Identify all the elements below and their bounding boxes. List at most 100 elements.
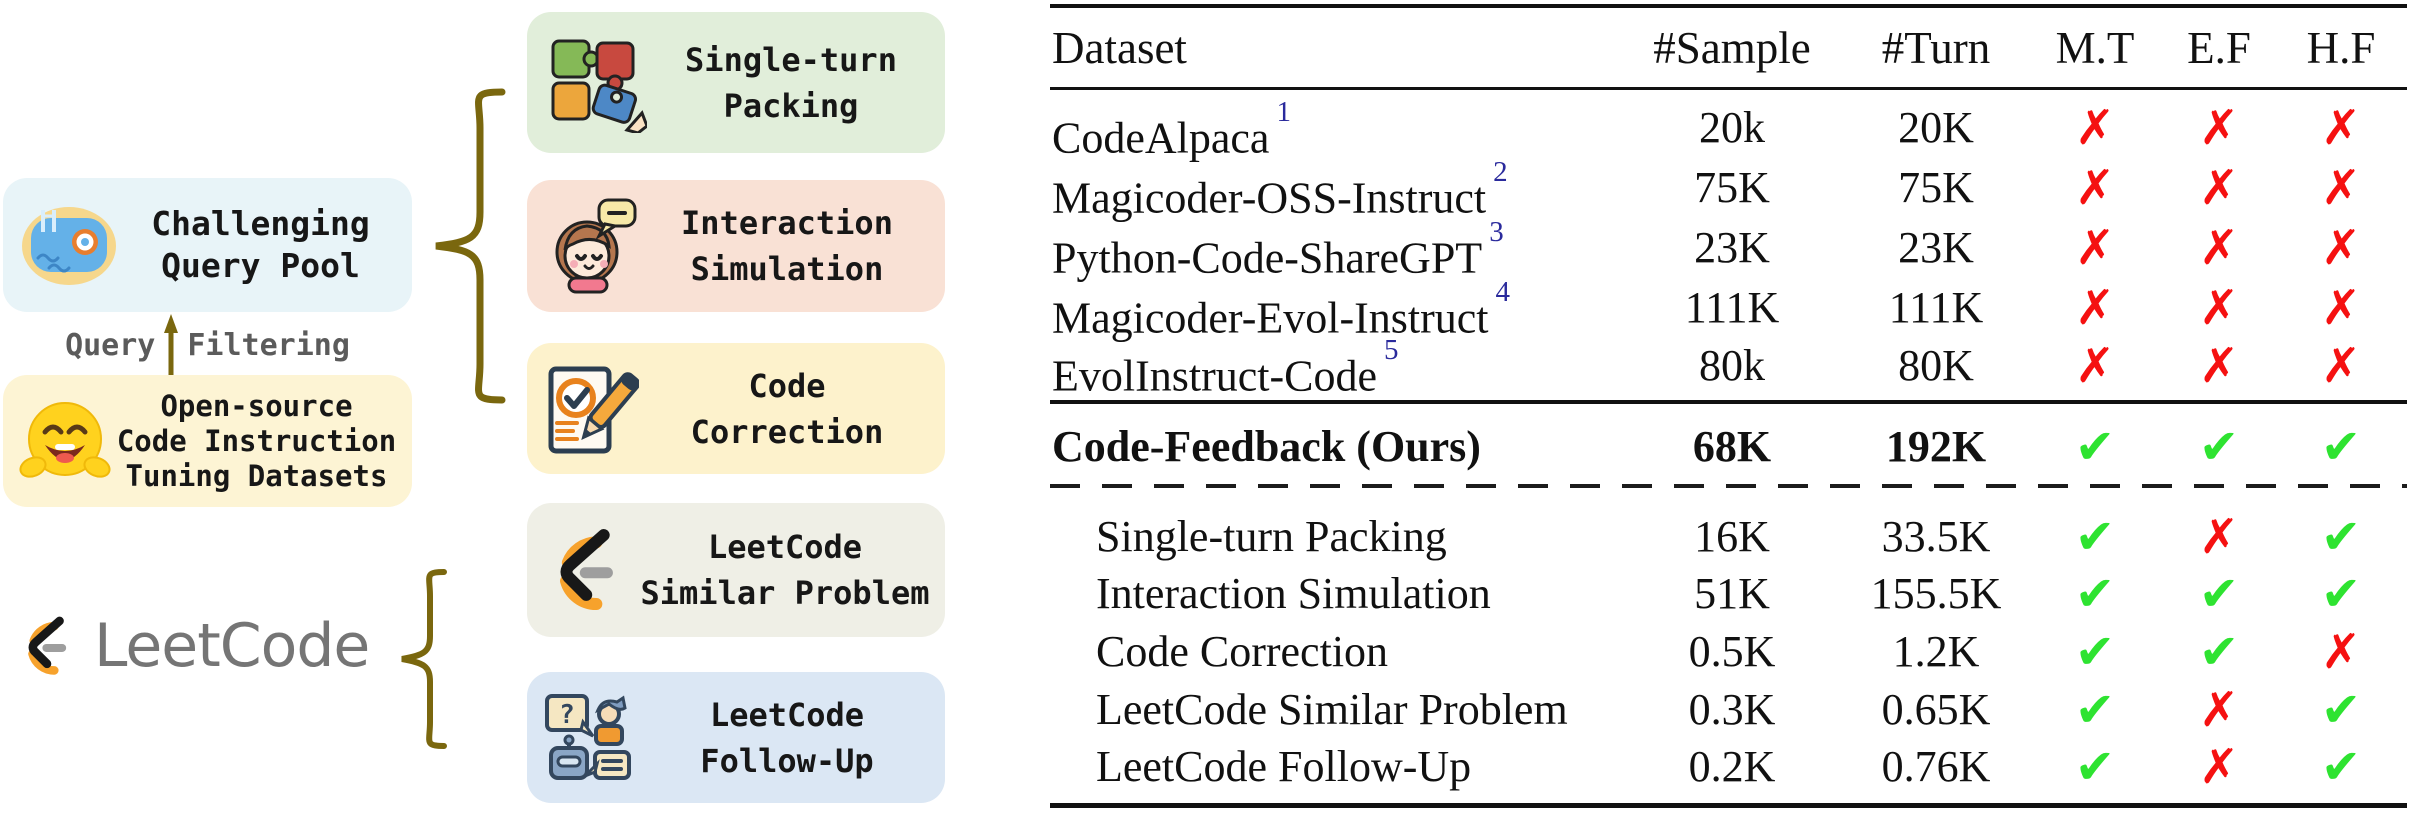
- turn-count: 0.65K: [1881, 685, 1991, 734]
- dataset-name: LeetCode Similar Problem: [1096, 685, 1568, 734]
- query-filtering-row: Query Filtering: [3, 313, 412, 377]
- dataset-name: Magicoder-Evol-Instruct4: [1052, 276, 1511, 349]
- turn-count: 155.5K: [1870, 569, 2002, 618]
- table-row: Python-Code-ShareGPT3 23K 23K ✗ ✗ ✗: [1050, 216, 2407, 283]
- dataset-name-text: EvolInstruct-Code: [1052, 351, 1378, 401]
- leetcode-icon: [28, 616, 67, 675]
- table-section-rule: [1050, 400, 2407, 404]
- ef-mark: ✗: [2198, 509, 2240, 565]
- hf-mark: ✔: [2320, 739, 2362, 795]
- challenging-query-pool-box: Challenging Query Pool: [3, 178, 412, 312]
- dataset-name: LeetCode Follow-Up: [1096, 742, 1472, 791]
- ef-mark: ✗: [2198, 739, 2240, 795]
- label-line: Query Pool: [161, 246, 360, 285]
- mt-mark: ✔: [2074, 566, 2116, 622]
- footnote-link[interactable]: 5: [1384, 334, 1399, 366]
- mt-mark: ✗: [2074, 338, 2116, 394]
- mt-mark: ✗: [2074, 220, 2116, 276]
- label-line: Tuning Datasets: [125, 458, 388, 493]
- hf-mark: ✗: [2320, 160, 2362, 216]
- girl-with-speech-bubble-icon: [555, 198, 637, 294]
- label-line: Code: [748, 366, 826, 405]
- interaction-simulation-box: Interaction Simulation: [527, 180, 945, 312]
- dataset-name: Code-Feedback (Ours): [1052, 422, 1481, 471]
- comparison-table: Dataset #Sample #Turn M.T E.F H.F CodeAl…: [1050, 0, 2407, 820]
- table-bottom-rule: [1050, 803, 2407, 808]
- interaction-simulation-label: Interaction Simulation: [639, 200, 935, 292]
- col-header-mt: M.T: [2055, 23, 2135, 73]
- table-header-row: Dataset #Sample #Turn M.T E.F H.F: [1050, 18, 2407, 78]
- open-source-datasets-box: Open-source Code Instruction Tuning Data…: [3, 375, 412, 507]
- label-line: Similar Problem: [640, 574, 930, 612]
- puzzle-icon: [551, 39, 647, 133]
- query-filtering-label-right: Filtering: [187, 327, 350, 363]
- ef-mark: ✗: [2198, 338, 2240, 394]
- sample-count: 0.5K: [1688, 627, 1776, 676]
- open-source-datasets-label: Open-source Code Instruction Tuning Data…: [111, 389, 402, 494]
- footnote-link[interactable]: 4: [1495, 276, 1511, 308]
- dataset-name: EvolInstruct-Code5: [1052, 334, 1399, 407]
- leetcode-logo: LeetCode: [16, 606, 370, 686]
- table-subrow: Code Correction 0.5K 1.2K ✔ ✔ ✗: [1050, 622, 2407, 682]
- hf-mark: ✔: [2320, 682, 2362, 738]
- label-line: LeetCode: [707, 528, 863, 566]
- table-dashed-rule: [1050, 484, 2407, 488]
- dataset-name: Single-turn Packing: [1096, 512, 1447, 561]
- ef-mark: ✗: [2198, 280, 2240, 336]
- dataset-name: Code Correction: [1096, 627, 1389, 676]
- sample-count: 0.2K: [1688, 742, 1776, 791]
- footnote-link[interactable]: 2: [1493, 156, 1508, 188]
- mt-mark: ✔: [2074, 739, 2116, 795]
- hf-mark: ✔: [2320, 419, 2362, 475]
- code-correction-label: Code Correction: [639, 363, 935, 455]
- hf-mark: ✗: [2320, 338, 2362, 394]
- single-turn-packing-box: Single-turn Packing: [527, 12, 945, 153]
- table-top-rule: [1050, 4, 2407, 8]
- sample-count: 51K: [1694, 569, 1770, 618]
- dataset-name: Interaction Simulation: [1096, 569, 1491, 618]
- table-row: Magicoder-OSS-Instruct2 75K 75K ✗ ✗ ✗: [1050, 156, 2407, 223]
- ef-mark: ✗: [2198, 100, 2240, 156]
- leetcode-similar-problem-box: LeetCode Similar Problem: [527, 503, 945, 637]
- sample-count: 16K: [1694, 512, 1770, 561]
- table-subrow: Interaction Simulation 51K 155.5K ✔ ✔ ✔: [1050, 564, 2407, 624]
- hf-mark: ✗: [2320, 100, 2362, 156]
- col-header-hf: H.F: [2306, 23, 2376, 73]
- mt-mark: ✔: [2074, 682, 2116, 738]
- mt-mark: ✗: [2074, 100, 2116, 156]
- checklist-pencil-icon: [548, 366, 639, 453]
- ef-mark: ✔: [2198, 624, 2240, 680]
- ef-mark: ✗: [2198, 160, 2240, 216]
- footnote-link[interactable]: 3: [1489, 216, 1504, 248]
- turn-count: 75K: [1898, 163, 1974, 212]
- table-row: EvolInstruct-Code5 80k 80K ✗ ✗ ✗: [1050, 334, 2407, 401]
- label-line: Follow-Up: [700, 741, 874, 780]
- code-correction-box: Code Correction: [527, 343, 945, 474]
- col-header-turn: #Turn: [1881, 23, 1991, 73]
- single-turn-packing-label: Single-turn Packing: [647, 37, 935, 129]
- sample-count: 111K: [1684, 283, 1780, 332]
- ef-mark: ✔: [2198, 566, 2240, 622]
- leetcode-follow-up-label: LeetCode Follow-Up: [639, 692, 935, 784]
- turn-count: 80K: [1898, 341, 1974, 390]
- label-line: Code Instruction: [116, 423, 397, 458]
- turn-count: 111K: [1888, 283, 1984, 332]
- label-line: LeetCode: [709, 695, 865, 734]
- dataset-name-text: CodeAlpaca: [1052, 113, 1270, 163]
- turn-count: 192K: [1885, 422, 1987, 471]
- dataset-name: Magicoder-OSS-Instruct2: [1052, 156, 1508, 229]
- sample-count: 23K: [1694, 223, 1770, 272]
- table-row-ours: Code-Feedback (Ours) 68K 192K ✔ ✔ ✔: [1050, 417, 2407, 477]
- leetcode-icon: [560, 529, 613, 611]
- dataset-name-text: Magicoder-Evol-Instruct: [1052, 293, 1489, 343]
- dataset-name: Python-Code-ShareGPT3: [1052, 216, 1504, 289]
- sample-count: 20k: [1699, 103, 1765, 152]
- challenging-query-pool-label: Challenging Query Pool: [119, 203, 402, 287]
- pool-icon: [22, 207, 116, 285]
- footnote-link[interactable]: 1: [1276, 96, 1291, 128]
- mt-mark: ✔: [2074, 509, 2116, 565]
- label-line: Open-source: [160, 388, 353, 423]
- mt-mark: ✔: [2074, 419, 2116, 475]
- turn-count: 20K: [1898, 103, 1974, 152]
- label-line: Challenging: [151, 204, 370, 243]
